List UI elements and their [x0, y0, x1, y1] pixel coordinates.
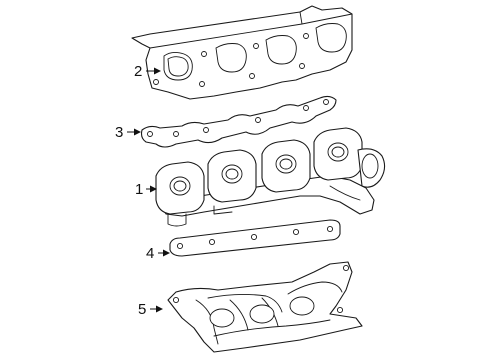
callout-5: 5 — [138, 301, 163, 318]
callout-1: 1 — [135, 181, 157, 198]
gasket-retainer-strip — [169, 219, 341, 257]
callout-3: 3 — [115, 124, 141, 141]
exhaust-manifold — [155, 127, 386, 227]
callout-number: 5 — [138, 301, 146, 318]
callout-number: 1 — [135, 181, 143, 198]
callout-number: 4 — [146, 245, 154, 262]
callout-2: 2 — [134, 63, 161, 80]
outer-heat-shield — [131, 5, 353, 100]
manifold-gasket — [140, 95, 337, 148]
callout-4: 4 — [146, 245, 170, 262]
callout-number: 3 — [115, 124, 123, 141]
callout-number: 2 — [134, 63, 142, 80]
lower-heat-shield — [167, 261, 363, 353]
